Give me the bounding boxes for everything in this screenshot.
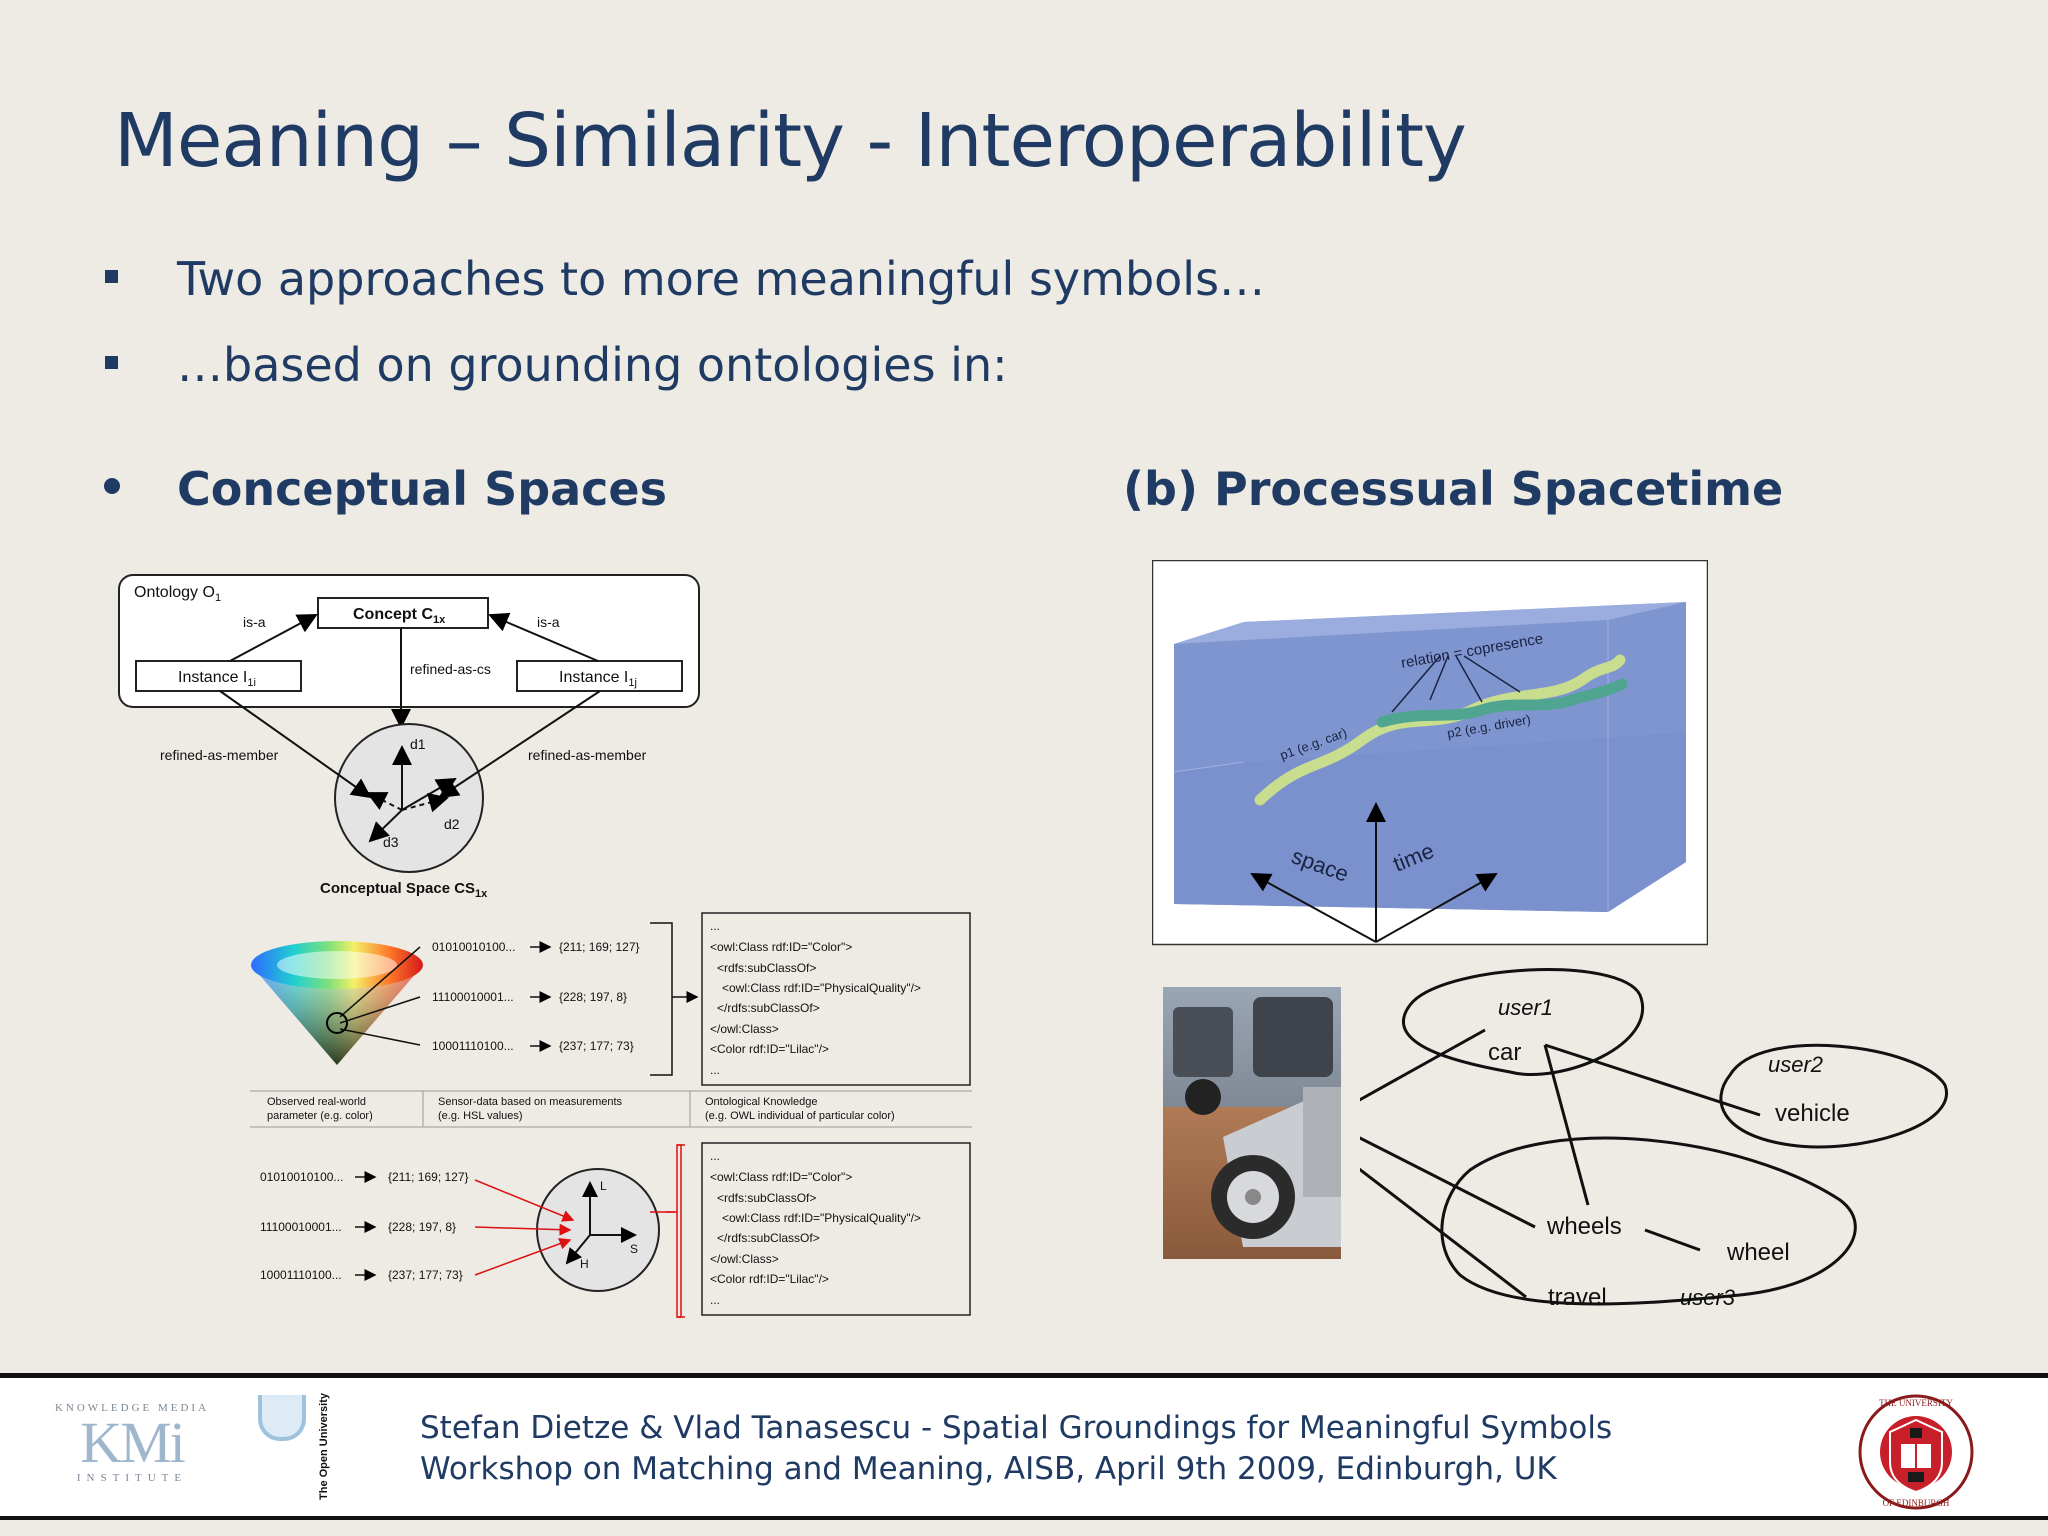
footer (0, 1378, 2048, 1516)
svg-text:Observed real-world: Observed real-world (267, 1096, 366, 1108)
svg-text:</owl:Class>: </owl:Class> (710, 1252, 779, 1266)
section-processual-spacetime: (b) Processual Spacetime (1123, 462, 1784, 516)
svg-text:...: ... (710, 919, 720, 933)
color-cone-image (251, 941, 423, 1065)
svg-text:<rdfs:subClassOf>: <rdfs:subClassOf> (717, 1191, 816, 1205)
svg-text:</rdfs:subClassOf>: </rdfs:subClassOf> (717, 1231, 820, 1245)
user1-label: user1 (1498, 995, 1553, 1020)
slide-title: Meaning – Similarity - Interoperability (114, 98, 1467, 184)
footer-line-1: Stefan Dietze & Vlad Tanasescu - Spatial… (420, 1410, 1613, 1446)
bullet-2: …based on grounding ontologies in: (177, 338, 1008, 392)
svg-text:<Color rdf:ID="Lilac"/>: <Color rdf:ID="Lilac"/> (710, 1272, 829, 1286)
svg-text:...: ... (710, 1063, 720, 1077)
bits-bottom-1: 01010010100... (260, 1170, 343, 1184)
user3-ellipse (1440, 1136, 1857, 1306)
footer-line-2: Workshop on Matching and Meaning, AISB, … (420, 1451, 1557, 1487)
bits-top-2: 11100010001... (432, 990, 514, 1004)
svg-text:(e.g. OWL individual of partic: (e.g. OWL individual of particular color… (705, 1110, 895, 1122)
hsl-bottom-3: {237; 177; 73} (388, 1268, 463, 1282)
vintage-car-photo (1163, 987, 1341, 1259)
svg-text:...: ... (710, 1149, 720, 1163)
user1-ellipse (1401, 968, 1644, 1076)
conceptual-space-circle (334, 723, 484, 873)
footer-divider (0, 1373, 2048, 1378)
bits-top-3: 10001110100... (432, 1039, 514, 1053)
d3-label: d3 (383, 834, 399, 850)
user3-label: user3 (1680, 1285, 1736, 1310)
p2-trajectory (1376, 678, 1628, 728)
travel-label: travel (1548, 1284, 1607, 1311)
instance-i-label: Instance I1i (178, 669, 256, 689)
svg-text:<owl:Class rdf:ID="Color">: <owl:Class rdf:ID="Color"> (710, 1170, 852, 1184)
hsl-top-2: {228; 197, 8} (559, 990, 627, 1004)
wheel-label: wheel (1726, 1239, 1790, 1266)
user2-ellipse (1719, 1043, 1948, 1149)
color-grounding-diagram: 01010010100... 11100010001... 1000111010… (250, 912, 972, 1318)
edinburgh-crest-logo: THE UNIVERSITY OF EDINBURGH (1858, 1394, 1974, 1510)
svg-text:<owl:Class rdf:ID="Color">: <owl:Class rdf:ID="Color"> (710, 940, 852, 954)
is-a-left: is-a (243, 614, 266, 630)
axis-s: S (630, 1242, 638, 1256)
bits-top-1: 01010010100... (432, 940, 515, 954)
user2-label: user2 (1768, 1052, 1823, 1077)
ontology-label: Ontology O1 (134, 584, 221, 604)
svg-text:(e.g. HSL values): (e.g. HSL values) (438, 1110, 523, 1122)
spacetime-diagram: relation = copresence p1 (e.g. car) p2 (… (1152, 560, 1708, 946)
refined-as-cs-label: refined-as-cs (410, 661, 491, 677)
svg-text:<owl:Class rdf:ID="PhysicalQua: <owl:Class rdf:ID="PhysicalQuality"/> (722, 1211, 921, 1225)
refined-as-member-right: refined-as-member (528, 747, 647, 763)
svg-text:<owl:Class rdf:ID="PhysicalQua: <owl:Class rdf:ID="PhysicalQuality"/> (722, 981, 921, 995)
car-label: car (1488, 1039, 1521, 1066)
svg-text:<Color rdf:ID="Lilac"/>: <Color rdf:ID="Lilac"/> (710, 1042, 829, 1056)
instance-i-box (135, 660, 302, 692)
concept-box (317, 597, 489, 629)
instance-j-label: Instance I1j (559, 669, 637, 689)
edinburgh-top-text: THE UNIVERSITY (1879, 1398, 1953, 1408)
concept-label: Concept C1x (353, 606, 446, 626)
axis-h: H (580, 1257, 589, 1271)
bullet-marker (105, 270, 118, 283)
bullet-1: Two approaches to more meaningful symbol… (177, 252, 1266, 306)
cs-label: Conceptual Space CS1x (320, 880, 488, 900)
svg-text:</rdfs:subClassOf>: </rdfs:subClassOf> (717, 1001, 820, 1015)
svg-text:...: ... (710, 1293, 720, 1307)
d2-label: d2 (444, 816, 460, 832)
open-university-shield-icon (258, 1395, 306, 1441)
bullet-marker (105, 356, 118, 369)
svg-text:Ontological Knowledge: Ontological Knowledge (705, 1096, 818, 1108)
owl-box-top (701, 912, 971, 1086)
bullet-dot (104, 478, 120, 494)
svg-text:<rdfs:subClassOf>: <rdfs:subClassOf> (717, 961, 816, 975)
owl-box-bottom (701, 1142, 971, 1316)
svg-text:Sensor-data based on measureme: Sensor-data based on measurements (438, 1096, 623, 1108)
d1-label: d1 (410, 736, 426, 752)
svg-text:parameter (e.g. color): parameter (e.g. color) (267, 1110, 373, 1122)
is-a-right: is-a (537, 614, 560, 630)
hsl-bottom-2: {228; 197, 8} (388, 1220, 456, 1234)
svg-text:</owl:Class>: </owl:Class> (710, 1022, 779, 1036)
edinburgh-bottom-text: OF EDINBURGH (1883, 1498, 1950, 1508)
refined-as-member-left: refined-as-member (160, 747, 279, 763)
footer-bottom-divider (0, 1516, 2048, 1520)
users-diagram: user1 car user2 vehicle wheels wheel tra… (1360, 968, 1948, 1311)
kmi-logo: KNOWLEDGE MEDIA KMi INSTITUTE (54, 1402, 210, 1484)
bits-bottom-3: 10001110100... (260, 1268, 342, 1282)
bits-bottom-2: 11100010001... (260, 1220, 342, 1234)
hsl-bottom-1: {211; 169; 127} (388, 1170, 469, 1184)
open-university-label: The Open University (318, 1393, 330, 1500)
section-conceptual-spaces: Conceptual Spaces (177, 462, 668, 516)
wheels-label: wheels (1546, 1213, 1622, 1240)
ontology-diagram: Ontology O1 Concept C1x Instance I1i Ins… (118, 574, 700, 900)
vehicle-label: vehicle (1775, 1100, 1850, 1127)
hsl-top-3: {237; 177; 73} (559, 1039, 634, 1053)
hsl-top-1: {211; 169; 127} (559, 940, 640, 954)
axis-l: L (600, 1179, 607, 1193)
